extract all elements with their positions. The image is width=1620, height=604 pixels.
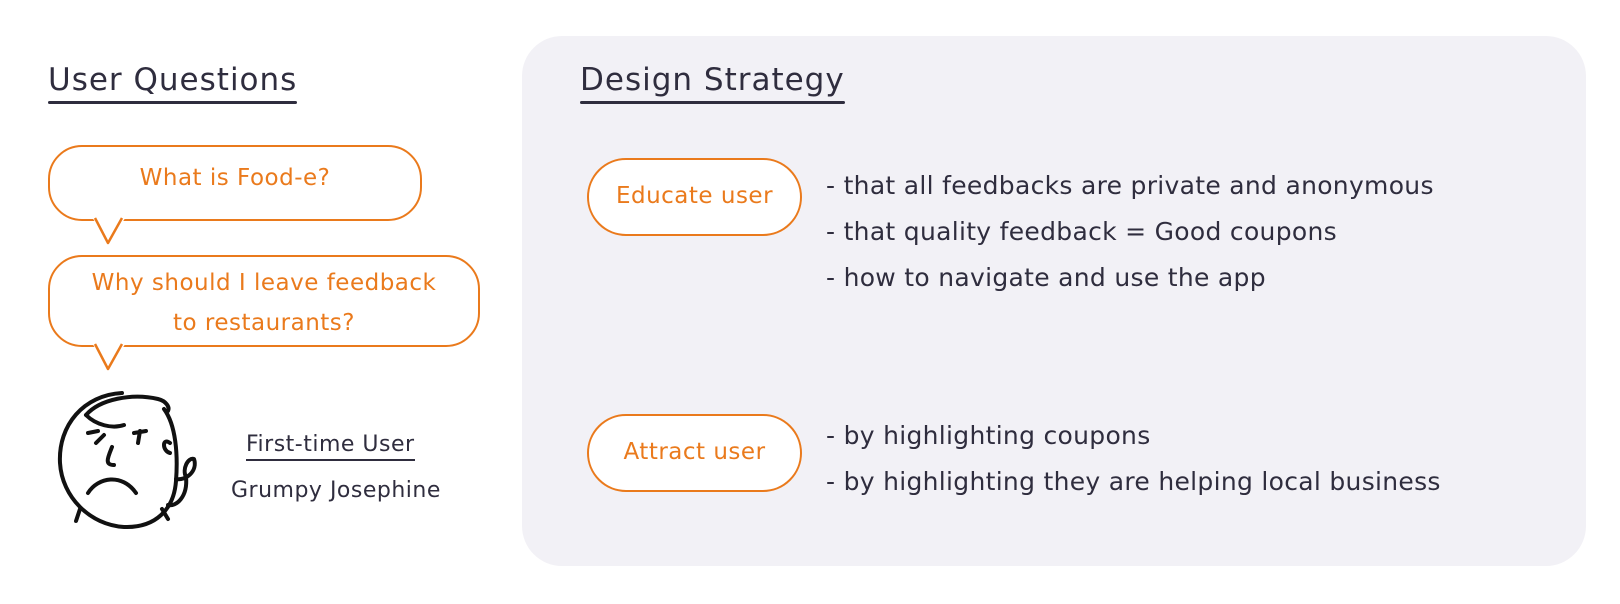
- design-strategy-heading-text: Design Strategy: [580, 62, 845, 98]
- strategy-point: - by highlighting they are helping local…: [826, 467, 1441, 496]
- persona-role-text: First-time User: [246, 432, 415, 457]
- strategy-point: - that all feedbacks are private and ano…: [826, 171, 1434, 200]
- strategy-point: - by highlighting coupons: [826, 421, 1151, 450]
- question-2-line-1: Why should I leave feedback: [91, 270, 437, 296]
- bubble-tail-1: [92, 217, 126, 245]
- educate-user-points: - that all feedbacks are private and ano…: [826, 163, 1434, 301]
- question-bubble-1: What is Food-e?: [48, 145, 422, 221]
- user-questions-heading: User Questions: [48, 62, 298, 104]
- question-2-line-2: to restaurants?: [172, 310, 355, 336]
- strategy-point: - how to navigate and use the app: [826, 263, 1266, 292]
- educate-user-pill: Educate user: [587, 158, 802, 236]
- persona-name: Grumpy Josephine: [231, 478, 441, 503]
- bubble-tail-2: [92, 343, 126, 371]
- heading-underline: [580, 101, 845, 104]
- persona-role: First-time User: [246, 432, 415, 461]
- attract-user-points: - by highlighting coupons - by highlight…: [826, 413, 1441, 505]
- attract-user-pill: Attract user: [587, 414, 802, 492]
- design-strategy-heading: Design Strategy: [580, 62, 845, 104]
- question-1-text: What is Food-e?: [139, 165, 331, 191]
- persona-role-underline: [246, 459, 415, 461]
- strategy-point: - that quality feedback = Good coupons: [826, 217, 1337, 246]
- user-questions-heading-text: User Questions: [48, 62, 298, 98]
- grumpy-face-icon: [57, 391, 197, 530]
- question-bubble-2: Why should I leave feedback to restauran…: [48, 255, 480, 347]
- heading-underline: [48, 101, 298, 104]
